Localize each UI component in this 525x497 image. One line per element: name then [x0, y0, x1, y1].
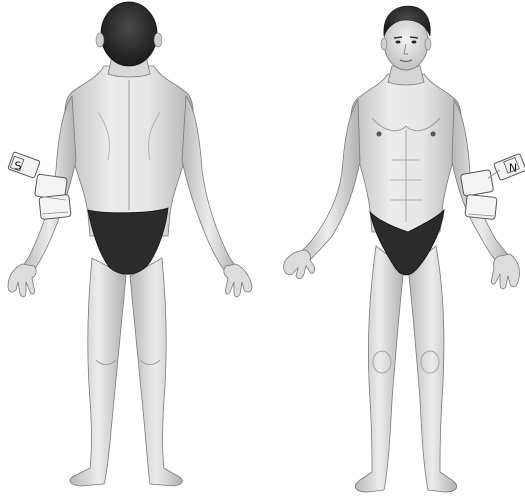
- back-right-hand: [224, 264, 252, 297]
- front-right-arm: [296, 100, 360, 262]
- front-magnet-group: N: [460, 153, 525, 219]
- front-right-hand: [284, 250, 315, 279]
- front-right-leg: [355, 246, 404, 492]
- back-magnet-top: [8, 152, 40, 178]
- front-magnet-block-1: [460, 170, 493, 197]
- back-right-leg: [130, 258, 182, 486]
- back-magnet-label: S: [15, 160, 22, 173]
- back-right-arm: [182, 96, 236, 270]
- front-left-hand: [491, 254, 519, 289]
- front-magnet-label: N: [509, 162, 517, 175]
- back-head-hair: [101, 2, 157, 66]
- front-left-leg: [408, 246, 457, 492]
- back-left-hand: [8, 264, 36, 297]
- back-left-leg: [70, 258, 126, 486]
- front-view-figure: N: [284, 6, 525, 492]
- back-view-figure: S: [8, 2, 252, 486]
